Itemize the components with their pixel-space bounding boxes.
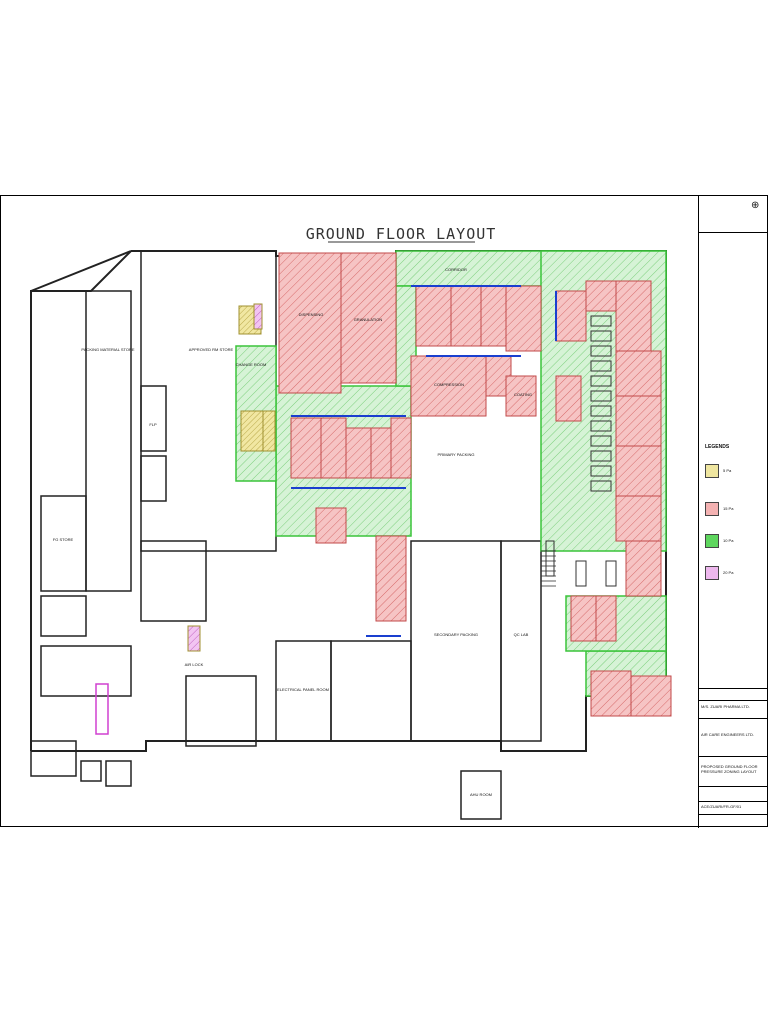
room-label: SECONDARY PACKING	[434, 632, 478, 637]
client-name: M/S. ZUARI PHARMA LTD.	[701, 704, 750, 709]
room-label: GRANULATION	[354, 317, 383, 322]
consultant-name: AIR CARE ENGINEERS LTD.	[701, 732, 755, 737]
legend-heading: LEGENDS	[705, 444, 730, 450]
legend-text: 10 Pa	[723, 538, 734, 543]
drawing-title-block: PROPOSED GROUND FLOOR PRESSURE ZONING LA…	[701, 764, 758, 774]
room-label: PACKING MATERIAL STORE	[81, 347, 135, 352]
duct-lines	[291, 285, 557, 637]
legend-text: 5 Pa	[723, 468, 732, 473]
equipment-box	[95, 683, 109, 735]
legend-text: 20 Pa	[723, 570, 734, 575]
drawing-number: ACE/ZUARI/FR-GF/01	[701, 804, 742, 809]
room-label: PRIMARY PACKING	[438, 452, 475, 457]
room-labels: APPROVED RM STORE PACKING MATERIAL STORE…	[53, 267, 532, 797]
stair	[541, 550, 556, 587]
room-label: CORRIDOR	[445, 267, 467, 272]
legend-swatch	[705, 464, 719, 478]
room-label: QC LAB	[514, 632, 529, 637]
room-label: COMPRESSION	[434, 382, 464, 387]
room-label: DISPENSING	[299, 312, 324, 317]
room-label: FG STORE	[53, 537, 74, 542]
room-label: ELECTRICAL PANEL ROOM	[277, 687, 329, 692]
legend-item: 20 Pa	[705, 566, 765, 580]
floor-plan: GROUND FLOOR LAYOUT	[30, 225, 672, 820]
room-label: COATING	[514, 392, 532, 397]
left-rooms	[30, 250, 542, 820]
drawing-sheet: GROUND FLOOR LAYOUT	[0, 195, 768, 828]
room-label: CHANGE ROOM	[236, 362, 267, 367]
room-label: APPROVED RM STORE	[189, 347, 234, 352]
process-zones	[278, 252, 672, 717]
legend-text: 15 Pa	[723, 506, 734, 511]
title-block: ⊕ LEGENDS 5 Pa 15 Pa 10 Pa 20 Pa M/S. ZU…	[698, 196, 768, 828]
legend-swatch	[705, 502, 719, 516]
room-label: AHU ROOM	[470, 792, 492, 797]
north-arrow-icon: ⊕	[751, 200, 760, 211]
legend-swatch	[705, 534, 719, 548]
legend-item: 5 Pa	[705, 464, 765, 478]
legend-item: 15 Pa	[705, 502, 765, 516]
room-label: AIR LOCK	[185, 662, 204, 667]
drawing-title: GROUND FLOOR LAYOUT	[306, 225, 497, 243]
legend-item: 10 Pa	[705, 534, 765, 548]
room-label: FLP	[149, 422, 157, 427]
change-room-zones	[187, 303, 276, 652]
legend-swatch	[705, 566, 719, 580]
